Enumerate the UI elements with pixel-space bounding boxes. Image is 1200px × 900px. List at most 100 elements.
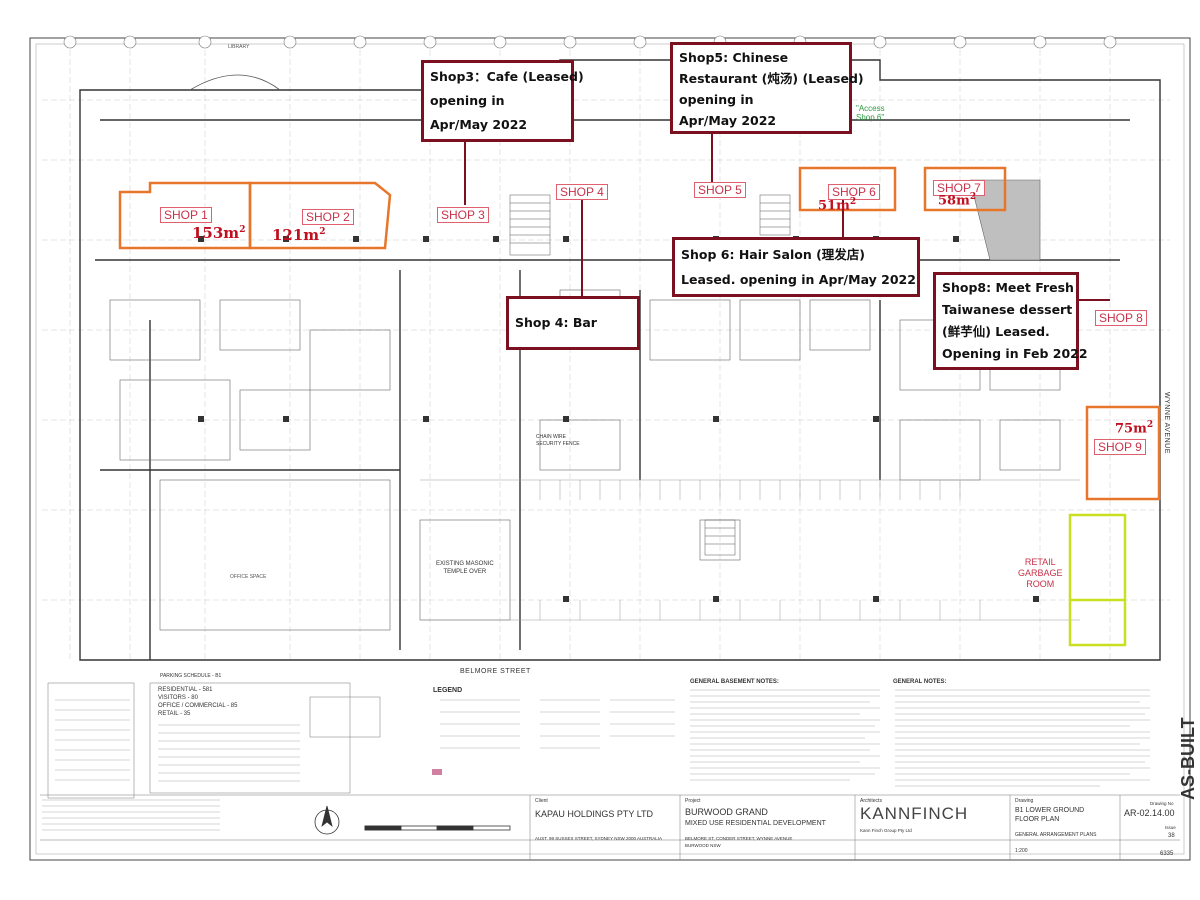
shop-6-label: SHOP 6 xyxy=(828,184,880,200)
shop-7-area-value: 58m xyxy=(938,193,970,209)
client-address: AUST. 99 SUSSEX STREET, SYDNEY NSW 2000 … xyxy=(535,836,662,841)
leader-lines xyxy=(464,132,1110,301)
callout-shop8-line1: Shop8: Meet Fresh xyxy=(942,280,1074,295)
chain-wire-line1: CHAIN WIRE xyxy=(536,434,566,440)
callout-shop8: Shop8: Meet Fresh Taiwanese dessert (鲜芋仙… xyxy=(933,272,1088,370)
shop-7-label: SHOP 7 xyxy=(933,180,985,196)
scale-bar xyxy=(364,825,511,831)
office-space-label: OFFICE SPACE xyxy=(230,574,267,580)
callout-shop6-line1: Shop 6: Hair Salon (理发店) xyxy=(681,247,866,262)
callout-shop5-line1: Shop5: Chinese xyxy=(679,50,789,65)
callout-shop8-line2: Taiwanese dessert xyxy=(942,302,1073,317)
architect-company: Kann Finch Group Pty Ltd xyxy=(860,828,912,833)
parking-line: RESIDENTIAL - 581 xyxy=(158,687,213,693)
project-address: BELMORE ST, CONDER STREET, WYNNE AVENUE xyxy=(685,836,793,841)
belmore-street-label: BELMORE STREET xyxy=(460,668,531,675)
squared-sup: 2 xyxy=(319,227,326,237)
squared-sup: 2 xyxy=(849,197,857,207)
callout-shop6-line2: Leased. opening in Apr/May 2022 xyxy=(681,272,916,287)
shop-8-label: SHOP 8 xyxy=(1095,310,1147,326)
squared-sup: 2 xyxy=(239,225,246,235)
shop-5-label: SHOP 5 xyxy=(694,182,746,198)
callout-shop4: Shop 4: Bar xyxy=(506,296,640,350)
shop-1-label: SHOP 1 xyxy=(160,207,212,223)
shop-6-area: 51m2 xyxy=(818,197,856,213)
as-built-stamp: AS-BUILT xyxy=(1178,690,1198,800)
parking-line: RETAIL - 35 xyxy=(158,711,191,717)
shop-1-area: 153m2 xyxy=(192,224,245,242)
shop-4-label: SHOP 4 xyxy=(556,184,608,200)
columns xyxy=(198,236,1039,602)
wynne-avenue-label: WYNNE AVENUE xyxy=(1163,392,1170,454)
callout-shop3: Shop3：Cafe (Leased) opening in Apr/May 2… xyxy=(421,60,584,142)
shop-7-area: 58m2 xyxy=(938,192,976,208)
project-subtitle: MIXED USE RESIDENTIAL DEVELOPMENT xyxy=(685,820,826,827)
squared-sup: 2 xyxy=(1146,420,1154,430)
legend-heading: LEGEND xyxy=(433,687,463,694)
inner-border xyxy=(35,43,1185,855)
callout-shop3-line1: Shop3：Cafe (Leased) xyxy=(430,69,584,84)
general-notes-heading: GENERAL NOTES: xyxy=(893,679,947,685)
project-city: BURWOOD NSW xyxy=(685,843,721,848)
drawing-title-line1: B1 LOWER GROUND xyxy=(1015,807,1085,814)
shop-2-area-value: 121m xyxy=(272,226,320,244)
client-label: Client xyxy=(535,798,548,804)
north-arrow xyxy=(314,805,340,835)
callout-shop8-line3: (鲜芋仙) Leased. xyxy=(942,324,1050,339)
client-name: KAPAU HOLDINGS PTY LTD xyxy=(535,809,654,819)
callout-shop5: Shop5: Chinese Restaurant (炖汤) (Leased) … xyxy=(670,42,864,134)
chain-wire-line2: SECURITY FENCE xyxy=(536,441,580,447)
architect-label: Architects xyxy=(860,798,882,804)
garbage-room-highlight xyxy=(1068,513,1127,647)
squared-sup: 2 xyxy=(969,192,977,202)
as-built-text: AS-BUILT xyxy=(1178,717,1198,800)
masonic-line2: TEMPLE OVER xyxy=(443,569,487,575)
project-label: Project xyxy=(685,798,701,804)
shop-outlines xyxy=(118,166,1161,501)
ramp-hatch xyxy=(969,179,1041,261)
shop-3-label: SHOP 3 xyxy=(437,207,489,223)
drawing-scale: 1:200 xyxy=(1015,848,1028,854)
access-shop6-label: "Access Shop 6" xyxy=(856,104,885,122)
callout-shop3-line3: Apr/May 2022 xyxy=(430,117,528,132)
fine-print xyxy=(42,689,1150,831)
parking-line: VISITORS - 80 xyxy=(158,695,198,701)
shop-1-area-value: 153m xyxy=(192,224,240,242)
callout-shop5-line4: Apr/May 2022 xyxy=(679,113,777,128)
callout-shop3-line2: opening in xyxy=(430,93,505,108)
retail-garbage-line1: RETAIL xyxy=(1024,557,1056,567)
drawing-number: AR-02.14.00 xyxy=(1124,808,1175,818)
callout-shop5-line3: opening in xyxy=(679,92,754,107)
access-line1: "Access xyxy=(856,104,885,113)
drawing-type: GENERAL ARRANGEMENT PLANS xyxy=(1015,832,1097,838)
masonic-temple-label: EXISTING MASONIC TEMPLE OVER xyxy=(436,560,494,576)
retail-garbage-room-label: RETAIL GARBAGE ROOM xyxy=(1018,557,1063,590)
parking-schedule-heading: PARKING SCHEDULE - B1 xyxy=(160,673,222,679)
drawing-label: Drawing xyxy=(1015,798,1034,804)
issue-number: 38 xyxy=(1168,833,1175,839)
shop-2-area: 121m2 xyxy=(272,226,325,244)
parking-bays xyxy=(420,479,1080,621)
masonic-line1: EXISTING MASONIC xyxy=(436,561,494,567)
retail-garbage-line2: GARBAGE xyxy=(1018,568,1063,578)
drawing-no-label: Drawing No xyxy=(1150,801,1174,806)
project-number: 6335 xyxy=(1160,851,1174,857)
legend-swatch xyxy=(432,769,442,775)
parking-schedule: RESIDENTIAL - 581 VISITORS - 80 OFFICE /… xyxy=(158,686,237,718)
shop-9-label: SHOP 9 xyxy=(1094,439,1146,455)
notes-frames xyxy=(40,682,1180,860)
parking-line: OFFICE / COMMERCIAL - 85 xyxy=(158,703,238,709)
library-label: LIBRARY xyxy=(228,44,250,50)
ramp-curve xyxy=(189,74,281,91)
access-line2: Shop 6" xyxy=(856,113,885,122)
architect-logo: KANNFINCH xyxy=(860,804,969,823)
callout-shop8-line4: Opening in Feb 2022 xyxy=(942,346,1088,361)
drawing-title: B1 LOWER GROUND FLOOR PLAN xyxy=(1015,806,1084,824)
shop-9-area: 75m2 xyxy=(1115,420,1153,436)
issue-label: Issue xyxy=(1165,825,1176,830)
drawing-border xyxy=(29,37,1191,861)
basement-notes-heading: GENERAL BASEMENT NOTES: xyxy=(690,679,779,685)
chain-wire-label: CHAIN WIRE SECURITY FENCE xyxy=(536,434,580,448)
stairs xyxy=(509,194,791,556)
